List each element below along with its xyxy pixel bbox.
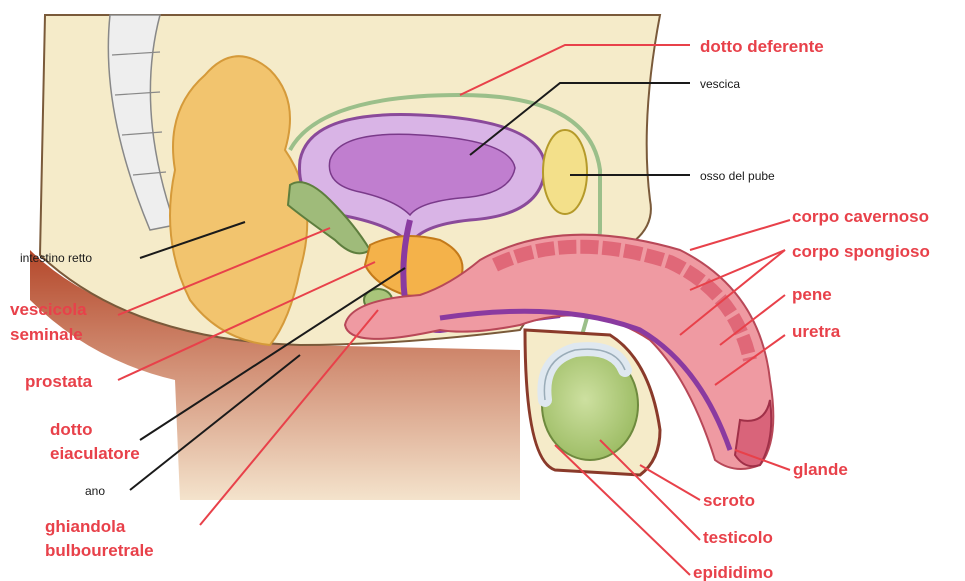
- label-glande: glande: [793, 460, 848, 479]
- label-prostata: prostata: [25, 372, 93, 391]
- label-osso-del-pube: osso del pube: [700, 169, 775, 183]
- label-vescicola: vescicola: [10, 300, 87, 319]
- label-seminale: seminale: [10, 325, 83, 344]
- label-corpo-cavernoso: corpo cavernoso: [792, 207, 929, 226]
- label-dotto-deferente: dotto deferente: [700, 37, 824, 56]
- label-ano: ano: [85, 484, 105, 498]
- label-epididimo: epididimo: [693, 563, 773, 581]
- label-ghiandola: ghiandola: [45, 517, 126, 536]
- label-vescica: vescica: [700, 77, 740, 91]
- label-eiaculatore: eiaculatore: [50, 444, 140, 463]
- pubic-bone: [543, 130, 587, 214]
- label-dotto: dotto: [50, 420, 92, 439]
- label-pene: pene: [792, 285, 832, 304]
- label-scroto: scroto: [703, 491, 755, 510]
- label-intestino-retto: intestino retto: [20, 251, 92, 265]
- label-bulbouretrale: bulbouretrale: [45, 541, 154, 560]
- label-corpo-spongioso: corpo spongioso: [792, 242, 930, 261]
- label-uretra: uretra: [792, 322, 841, 341]
- label-testicolo: testicolo: [703, 528, 773, 547]
